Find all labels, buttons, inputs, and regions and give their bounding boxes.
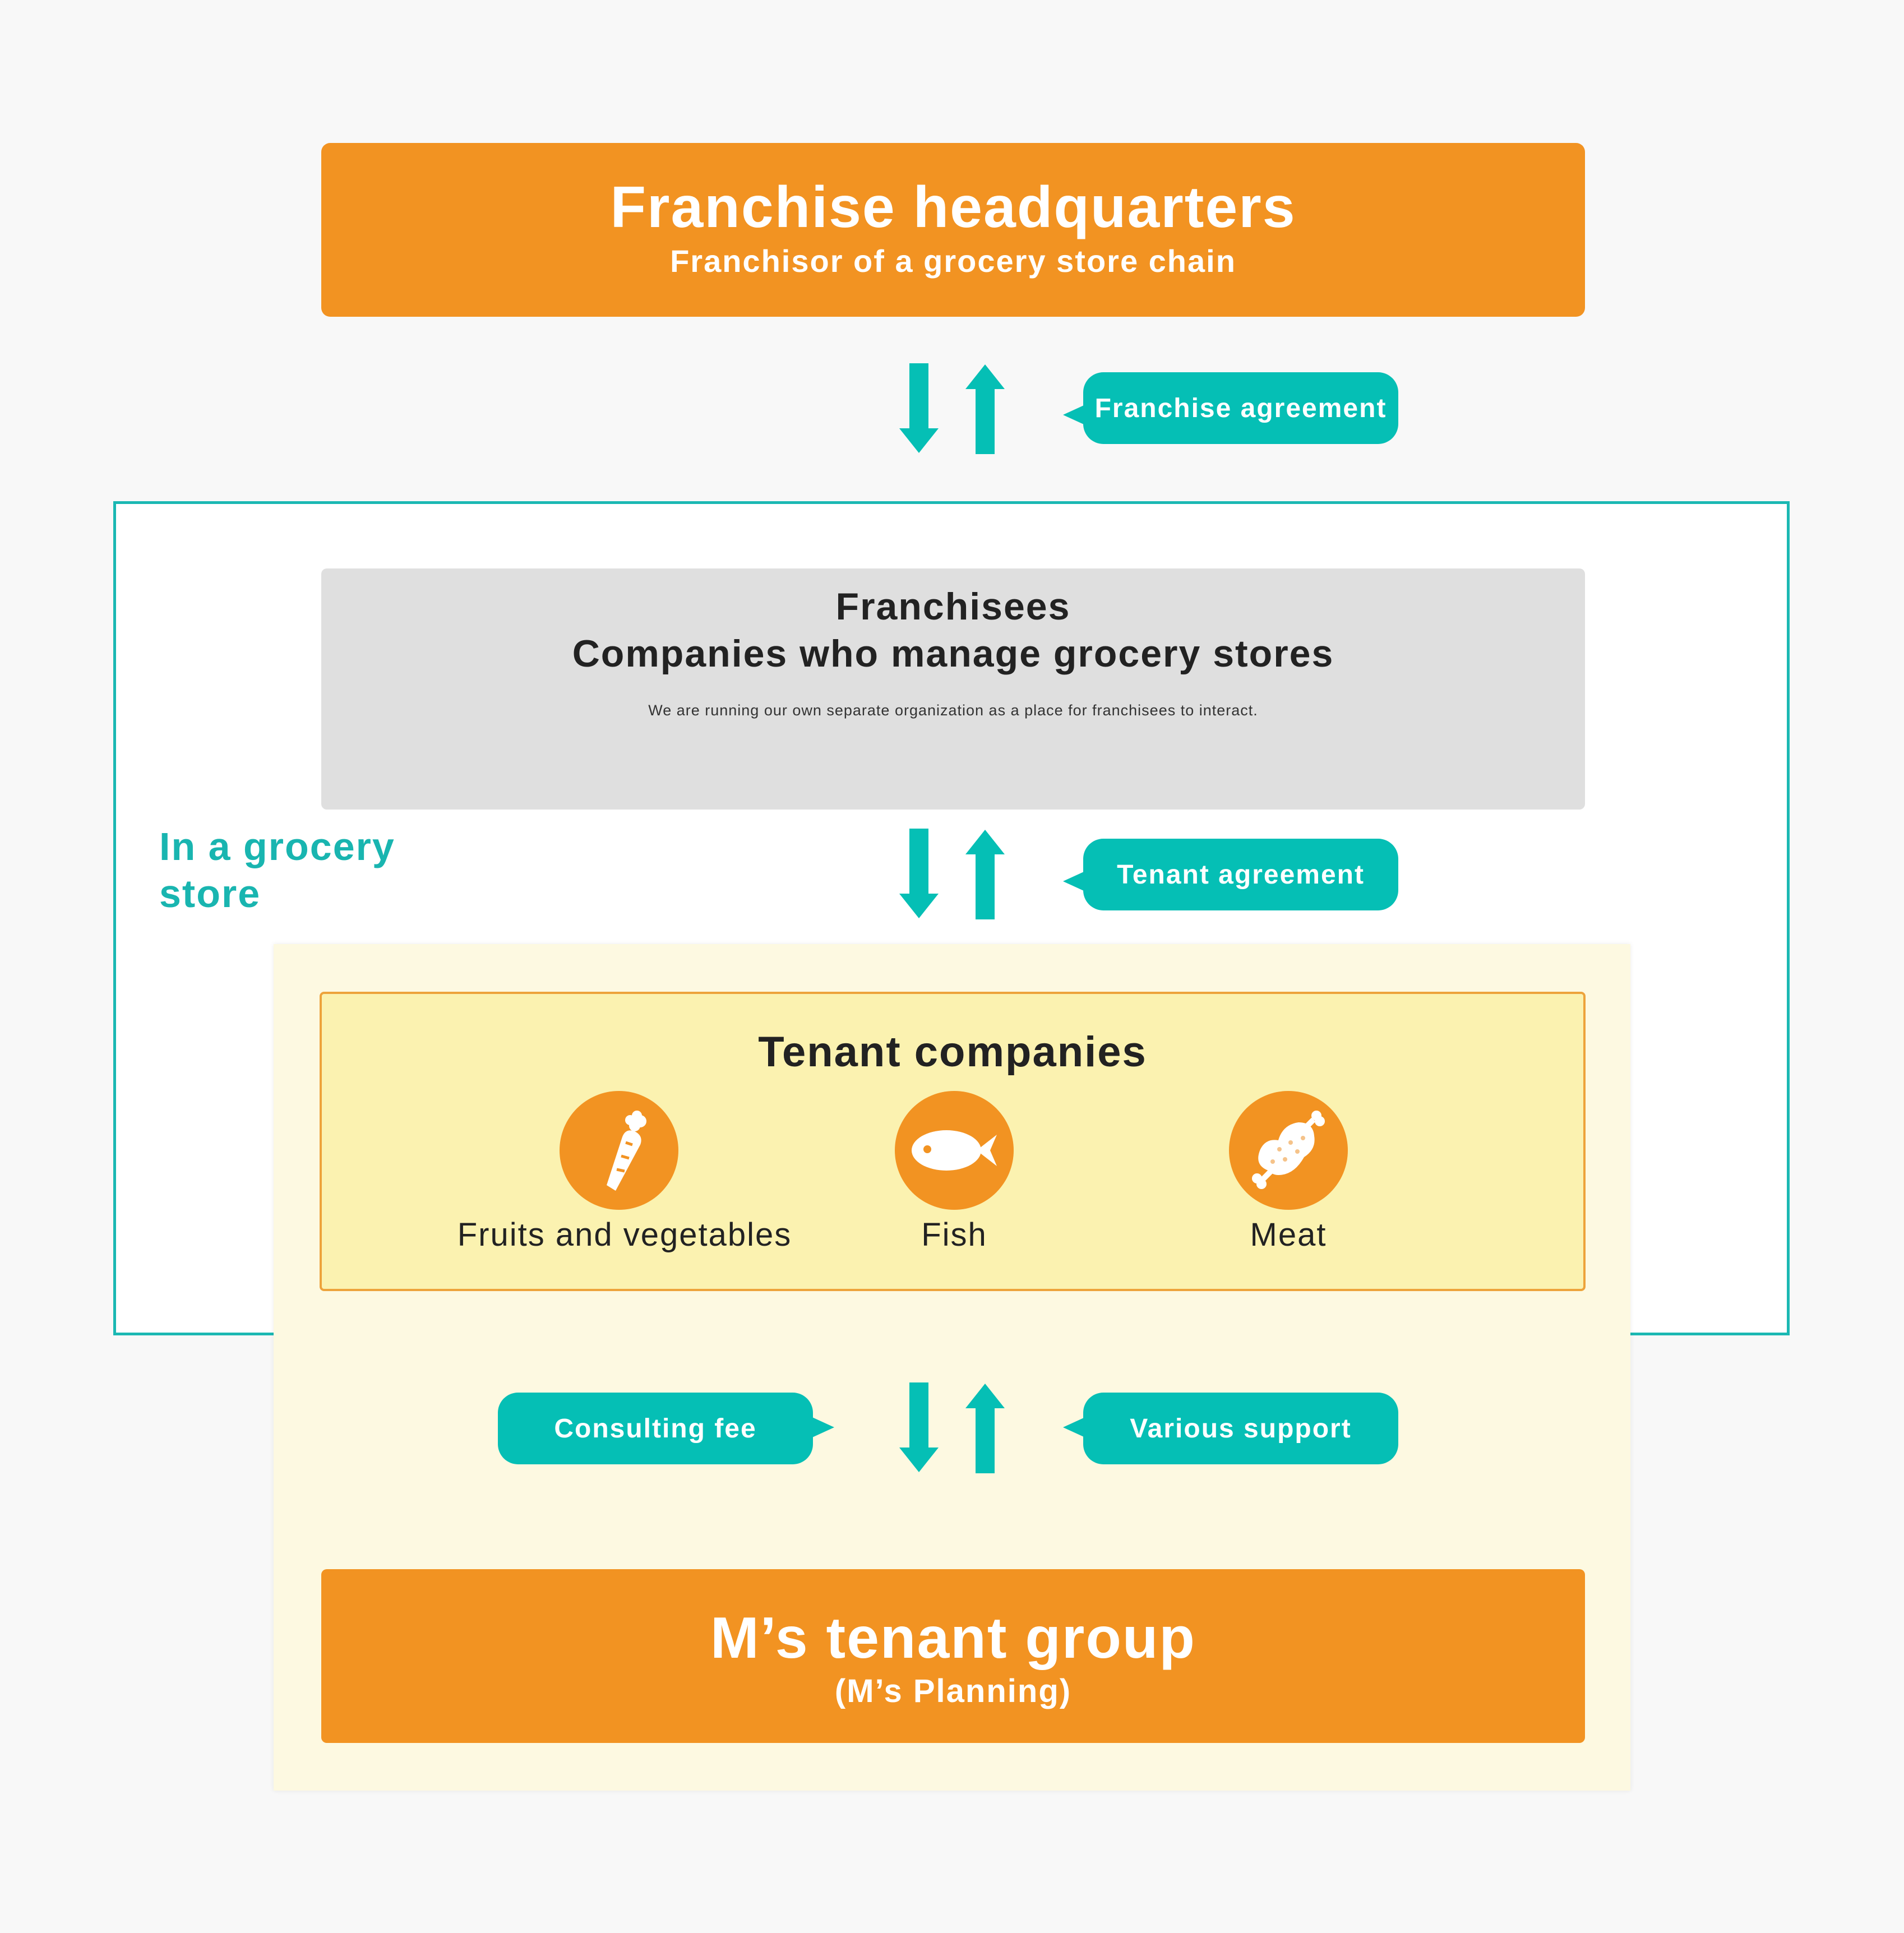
up-arrow-head — [965, 364, 1005, 389]
tenant-label-fish: Fish — [921, 1217, 987, 1253]
arrow-pair-tenant — [897, 829, 1009, 919]
down-arrow-shaft — [909, 1382, 928, 1453]
arrow-pair-support — [897, 1382, 1009, 1473]
down-arrow-shaft — [909, 829, 928, 899]
fish-icon — [895, 1091, 1014, 1210]
carrot-icon — [560, 1091, 678, 1210]
franchisees-title: Franchisees — [835, 585, 1071, 628]
consulting-fee-label: Consulting fee — [554, 1413, 757, 1444]
down-arrow-head — [899, 1448, 939, 1472]
up-arrow-head — [965, 830, 1005, 854]
up-arrow-shaft — [976, 849, 995, 919]
ms-tenant-group-box: M’s tenant group (M’s Planning) — [321, 1569, 1585, 1743]
franchise-agreement-bubble: Franchise agreement — [1083, 372, 1398, 444]
various-support-label: Various support — [1130, 1413, 1352, 1444]
franchisees-note: We are running our own separate organiza… — [648, 702, 1258, 719]
down-arrow-head — [899, 428, 939, 453]
headquarters-subtitle: Franchisor of a grocery store chain — [670, 243, 1236, 279]
ms-tenant-group-title: M’s tenant group — [710, 1606, 1196, 1671]
up-arrow-shaft — [976, 1403, 995, 1473]
up-arrow-shaft — [976, 383, 995, 454]
tenant-label-fruits-vegetables: Fruits and vegetables — [457, 1217, 792, 1253]
tenant-companies-box: Tenant companies Fruits and vegetables F… — [320, 992, 1586, 1291]
consulting-fee-bubble-tail — [807, 1415, 834, 1440]
tenant-agreement-bubble: Tenant agreement — [1083, 839, 1398, 910]
arrow-pair-franchise — [897, 363, 1009, 454]
consulting-fee-bubble: Consulting fee — [498, 1393, 813, 1464]
tenant-companies-title: Tenant companies — [758, 1028, 1147, 1076]
up-arrow-head — [965, 1384, 1005, 1408]
franchise-headquarters-box: Franchise headquarters Franchisor of a g… — [321, 143, 1585, 317]
grocery-store-label: In a grocery store — [159, 823, 473, 917]
franchisees-box: Franchisees Companies who manage grocery… — [321, 568, 1585, 810]
grocery-store-label-line1: In a grocery — [159, 825, 395, 868]
meat-icon — [1229, 1091, 1348, 1210]
headquarters-title: Franchise headquarters — [610, 175, 1296, 240]
tenant-label-meat: Meat — [1250, 1217, 1327, 1253]
down-arrow-shaft — [909, 363, 928, 434]
franchisees-subtitle: Companies who manage grocery stores — [572, 632, 1334, 675]
grocery-store-label-line2: store — [159, 872, 261, 915]
franchise-agreement-label: Franchise agreement — [1094, 393, 1387, 423]
ms-tenant-group-subtitle: (M’s Planning) — [834, 1673, 1072, 1709]
various-support-bubble: Various support — [1083, 1393, 1398, 1464]
tenant-agreement-label: Tenant agreement — [1117, 859, 1365, 890]
down-arrow-head — [899, 894, 939, 918]
